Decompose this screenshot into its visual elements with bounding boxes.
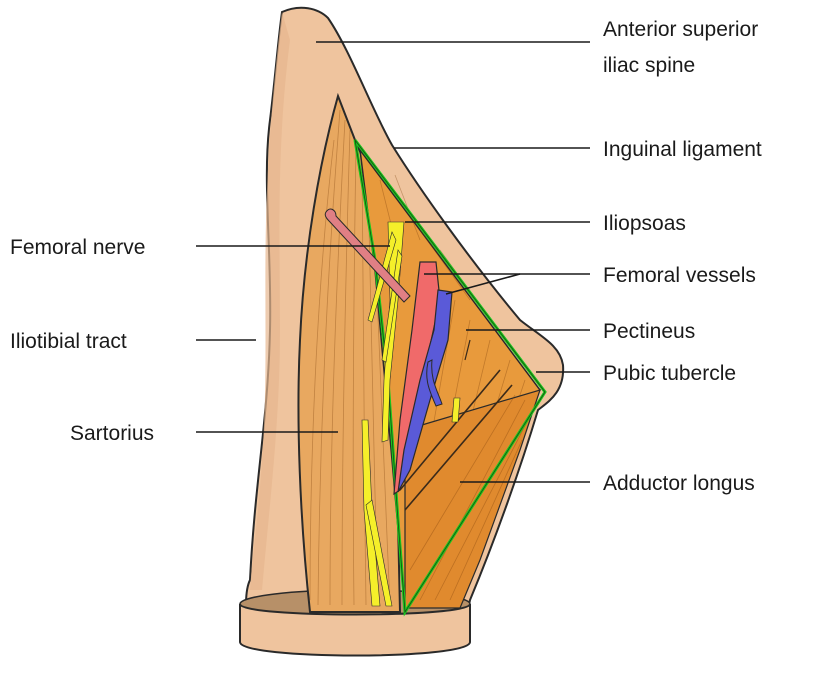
- label-pubic-tubercle: Pubic tubercle: [603, 362, 736, 385]
- label-asis-line2: iliac spine: [603, 54, 695, 77]
- label-femoral-vessels: Femoral vessels: [603, 264, 756, 287]
- label-inguinal-ligament: Inguinal ligament: [603, 138, 762, 161]
- label-asis: Anterior superior: [603, 18, 758, 41]
- label-femoral-nerve: Femoral nerve: [10, 236, 145, 259]
- label-adductor-longus: Adductor longus: [603, 472, 755, 495]
- label-pectineus: Pectineus: [603, 320, 695, 343]
- label-sartorius: Sartorius: [70, 422, 154, 445]
- label-iliotibial-tract: Iliotibial tract: [10, 330, 127, 353]
- label-iliopsoas: Iliopsoas: [603, 212, 686, 235]
